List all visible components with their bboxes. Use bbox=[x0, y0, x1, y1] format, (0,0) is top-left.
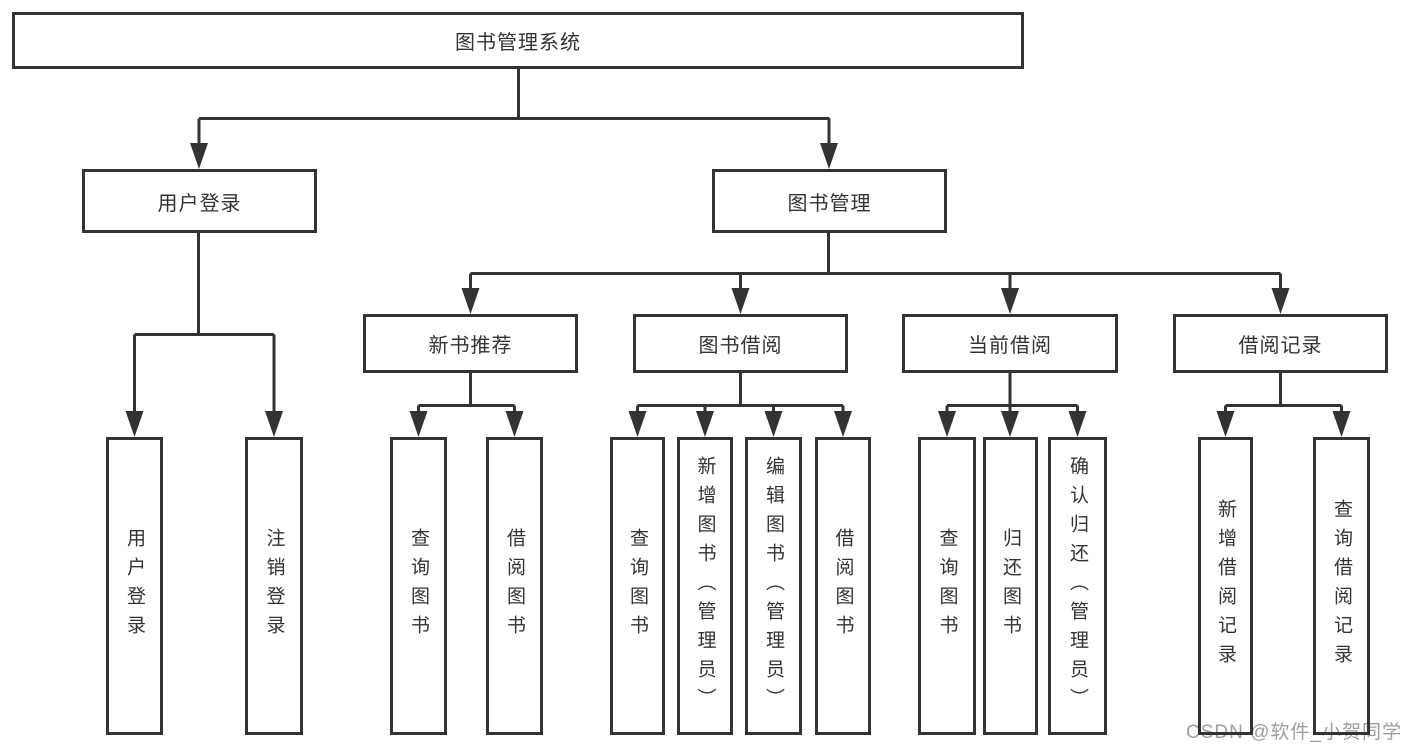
node-label: 用户登录 bbox=[157, 192, 242, 215]
leaf-cb-return-books: 归还图书 bbox=[983, 437, 1038, 735]
node-label: 编辑图书（管理员） bbox=[763, 455, 784, 717]
leaf-bb-borrow-books: 借阅图书 bbox=[815, 437, 871, 735]
node-label: 查询图书 bbox=[627, 528, 648, 644]
node-label: 用户登录 bbox=[124, 528, 145, 644]
arrowhead-icon bbox=[764, 411, 783, 437]
node-label: 确认归还（管理员） bbox=[1067, 455, 1088, 717]
node-label: 图书管理系统 bbox=[455, 32, 581, 54]
edge-borrowing-records-to-leaves bbox=[1224, 373, 1343, 417]
leaf-nbr-borrow-books: 借阅图书 bbox=[486, 437, 543, 735]
arrowhead-icon bbox=[696, 411, 714, 437]
arrowhead-icon bbox=[834, 411, 852, 437]
node-label: 归还图书 bbox=[1000, 528, 1021, 644]
node-label: 当前借阅 bbox=[968, 335, 1052, 357]
node-label: 图书管理 bbox=[787, 192, 872, 215]
arrowhead-icon bbox=[1068, 411, 1087, 437]
edge-root-to-level2 bbox=[197, 69, 831, 147]
watermark: CSDN @软件_小贺同学 bbox=[1186, 722, 1402, 743]
node-root: 图书管理系统 bbox=[12, 12, 1024, 69]
edge-user-login-to-leaves bbox=[133, 233, 276, 415]
node-label: 借阅记录 bbox=[1238, 335, 1323, 357]
node-new-book-recommend: 新书推荐 bbox=[363, 314, 578, 373]
leaf-bb-query-books: 查询图书 bbox=[610, 437, 665, 735]
leaf-nbr-query-books: 查询图书 bbox=[390, 437, 447, 735]
node-current-borrowing: 当前借阅 bbox=[902, 314, 1118, 373]
node-label: 图书借阅 bbox=[698, 335, 783, 357]
node-book-management: 图书管理 bbox=[712, 169, 947, 233]
arrowhead-icon bbox=[1216, 411, 1235, 437]
node-user-login: 用户登录 bbox=[82, 169, 317, 233]
node-label: 查询图书 bbox=[936, 528, 958, 644]
node-borrowing-records: 借阅记录 bbox=[1173, 314, 1388, 373]
leaf-cb-confirm-return-admin: 确认归还（管理员） bbox=[1048, 437, 1107, 735]
leaf-cb-query-books: 查询图书 bbox=[918, 437, 976, 735]
leaf-br-query-record: 查询借阅记录 bbox=[1313, 437, 1370, 735]
arrowhead-icon bbox=[820, 143, 838, 169]
arrowhead-icon bbox=[461, 288, 480, 314]
leaf-bb-add-books-admin: 新增图书（管理员） bbox=[677, 437, 733, 735]
arrowhead-icon bbox=[1271, 288, 1290, 314]
node-label: 新增图书（管理员） bbox=[694, 455, 716, 717]
arrowhead-icon bbox=[190, 143, 208, 169]
arrowhead-icon bbox=[409, 411, 428, 437]
edge-book-borrowing-to-leaves bbox=[636, 373, 845, 417]
node-book-borrowing: 图书借阅 bbox=[633, 314, 848, 373]
arrowhead-icon bbox=[505, 411, 524, 437]
arrowhead-icon bbox=[1001, 288, 1019, 314]
node-label: 查询图书 bbox=[408, 528, 429, 644]
leaf-user-login: 用户登录 bbox=[106, 437, 163, 735]
arrowhead-icon bbox=[731, 288, 750, 314]
edge-current-borrowing-to-leaves bbox=[945, 373, 1079, 417]
arrowhead-icon bbox=[938, 411, 956, 437]
edge-new-book-recommend-to-leaves bbox=[417, 373, 516, 417]
arrowhead-icon bbox=[265, 411, 283, 437]
leaf-br-add-record: 新增借阅记录 bbox=[1198, 437, 1253, 735]
arrowhead-icon bbox=[628, 411, 647, 437]
node-label: 注销登录 bbox=[263, 528, 285, 644]
node-label: 新书推荐 bbox=[428, 335, 513, 357]
edge-book-management-to-level3 bbox=[469, 233, 1282, 292]
node-label: 借阅图书 bbox=[832, 528, 854, 644]
node-label: 查询借阅记录 bbox=[1331, 499, 1352, 673]
node-label: 借阅图书 bbox=[504, 528, 525, 644]
arrowhead-icon bbox=[125, 411, 144, 437]
leaf-logout: 注销登录 bbox=[245, 437, 303, 735]
arrowhead-icon bbox=[1332, 411, 1351, 437]
arrowhead-icon bbox=[1001, 411, 1019, 437]
node-label: 新增借阅记录 bbox=[1215, 499, 1236, 673]
leaf-bb-edit-books-admin: 编辑图书（管理员） bbox=[745, 437, 802, 735]
